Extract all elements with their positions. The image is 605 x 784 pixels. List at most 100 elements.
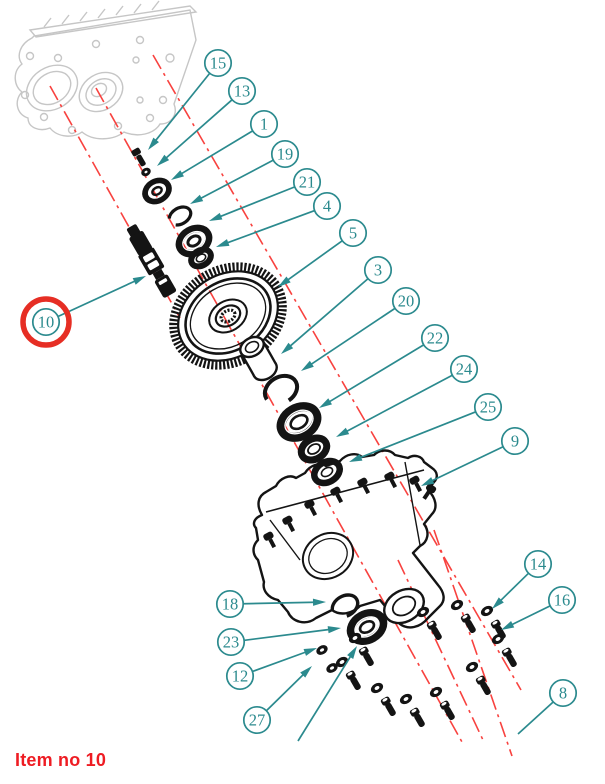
leader-arrowhead (132, 276, 146, 285)
leader-arrowhead (171, 170, 184, 180)
callout-number: 15 (210, 54, 227, 73)
leader-arrowhead (327, 626, 341, 634)
leader-arrowhead (278, 276, 291, 287)
leader-line (154, 72, 211, 142)
leader-line (164, 99, 233, 160)
callout-circle[interactable] (249, 109, 279, 139)
callout-circle[interactable] (242, 705, 272, 735)
callout-number: 18 (222, 595, 239, 614)
callout-5[interactable]: 5 (278, 218, 368, 287)
callout-circle[interactable] (363, 255, 393, 285)
leader-arrowhead (190, 194, 204, 204)
callout-21[interactable]: 21 (209, 167, 322, 221)
callout-number: 9 (511, 432, 519, 451)
callout-circle[interactable] (203, 48, 233, 78)
callout-number: 14 (530, 555, 547, 574)
callout-20[interactable]: 20 (301, 286, 421, 371)
leader-arrowhead (347, 646, 357, 659)
callout-circle[interactable] (420, 323, 450, 353)
callout-25[interactable]: 25 (349, 392, 503, 462)
callout-number: 23 (223, 633, 240, 652)
small-bearing-part (142, 177, 172, 205)
callout-23[interactable]: 23 (216, 626, 341, 657)
callout-9[interactable]: 9 (421, 426, 530, 486)
callout-circle[interactable] (500, 426, 530, 456)
callout-14[interactable]: 14 (492, 549, 553, 609)
callout-circle[interactable] (523, 549, 553, 579)
nut-part (141, 167, 151, 177)
callout-circle[interactable] (270, 139, 300, 169)
leader-arrowhead (349, 453, 363, 462)
callout-circle[interactable] (547, 585, 577, 615)
leader-line (218, 186, 295, 218)
callout-10[interactable]: 10 (20, 276, 146, 348)
ball-bearing-part (276, 402, 322, 442)
leader-arrowhead (303, 648, 317, 656)
leader-line (243, 601, 316, 605)
callout-3[interactable]: 3 (281, 255, 393, 354)
leader-line (57, 279, 137, 318)
leader-line (252, 650, 307, 673)
callout-number: 3 (374, 261, 382, 280)
leader-arrowhead (421, 477, 435, 486)
main-gear-part (169, 262, 287, 370)
leader-line (297, 654, 352, 742)
callout-circle[interactable] (449, 354, 479, 384)
leader-line (517, 701, 554, 735)
callout-24[interactable]: 24 (336, 354, 479, 437)
bolt-part (398, 691, 427, 729)
callout-circle[interactable] (338, 218, 368, 248)
callout-circle[interactable] (473, 392, 503, 422)
callout-13[interactable]: 13 (157, 76, 257, 166)
leader-arrowhead (492, 597, 504, 609)
bolt-part (415, 604, 444, 642)
callout-19[interactable]: 19 (190, 139, 300, 204)
callout-18[interactable]: 18 (215, 589, 326, 619)
leader-line (286, 240, 343, 282)
leader-arrowhead (300, 666, 312, 678)
callout-circle[interactable] (548, 678, 578, 708)
callout-22[interactable]: 22 (319, 323, 450, 408)
callout-circle[interactable] (216, 627, 246, 657)
callout-circle[interactable] (227, 76, 257, 106)
callout-12[interactable]: 12 (225, 648, 317, 691)
callout-1[interactable]: 1 (171, 109, 279, 180)
leader-line (288, 278, 369, 348)
callout-number: 5 (349, 224, 357, 243)
callout-number: 16 (554, 591, 571, 610)
callout-4[interactable]: 4 (216, 191, 342, 247)
leader-line (226, 209, 315, 244)
snap-ring-part (167, 205, 193, 227)
leader-arrowhead (501, 621, 515, 630)
callout-16[interactable]: 16 (501, 585, 577, 630)
callout-27[interactable]: 27 (242, 666, 312, 735)
leader-line (358, 411, 476, 459)
callout-15[interactable]: 15 (148, 48, 233, 150)
small-washer-part-27 (326, 663, 338, 673)
callout-circle[interactable] (215, 589, 245, 619)
leader-arrowhead (312, 598, 326, 606)
leader-line (179, 130, 253, 176)
callout-circle[interactable] (292, 167, 322, 197)
callout-number: 4 (323, 197, 331, 216)
callout-number: 24 (456, 360, 473, 379)
leader-line (327, 344, 424, 404)
leader-line (266, 673, 305, 712)
callout-circle[interactable] (391, 286, 421, 316)
callout-number: 25 (480, 398, 497, 417)
callout-number: 19 (277, 145, 294, 164)
leader-line (244, 628, 331, 642)
selected-item-label: Item no 10 (15, 750, 107, 770)
leader-arrowhead (209, 212, 223, 221)
callout-circle[interactable] (312, 191, 342, 221)
callout-8[interactable]: 8 (517, 678, 578, 735)
callout-circle[interactable] (31, 307, 61, 337)
callout-number: 20 (398, 292, 415, 311)
callout-number: 10 (38, 313, 55, 332)
bolt-part (428, 684, 457, 722)
ring-part-24 (297, 434, 331, 464)
leader-line (510, 605, 551, 626)
callout-circle[interactable] (225, 661, 255, 691)
leader-arrowhead (281, 342, 294, 354)
leader-arrowhead (319, 398, 332, 408)
